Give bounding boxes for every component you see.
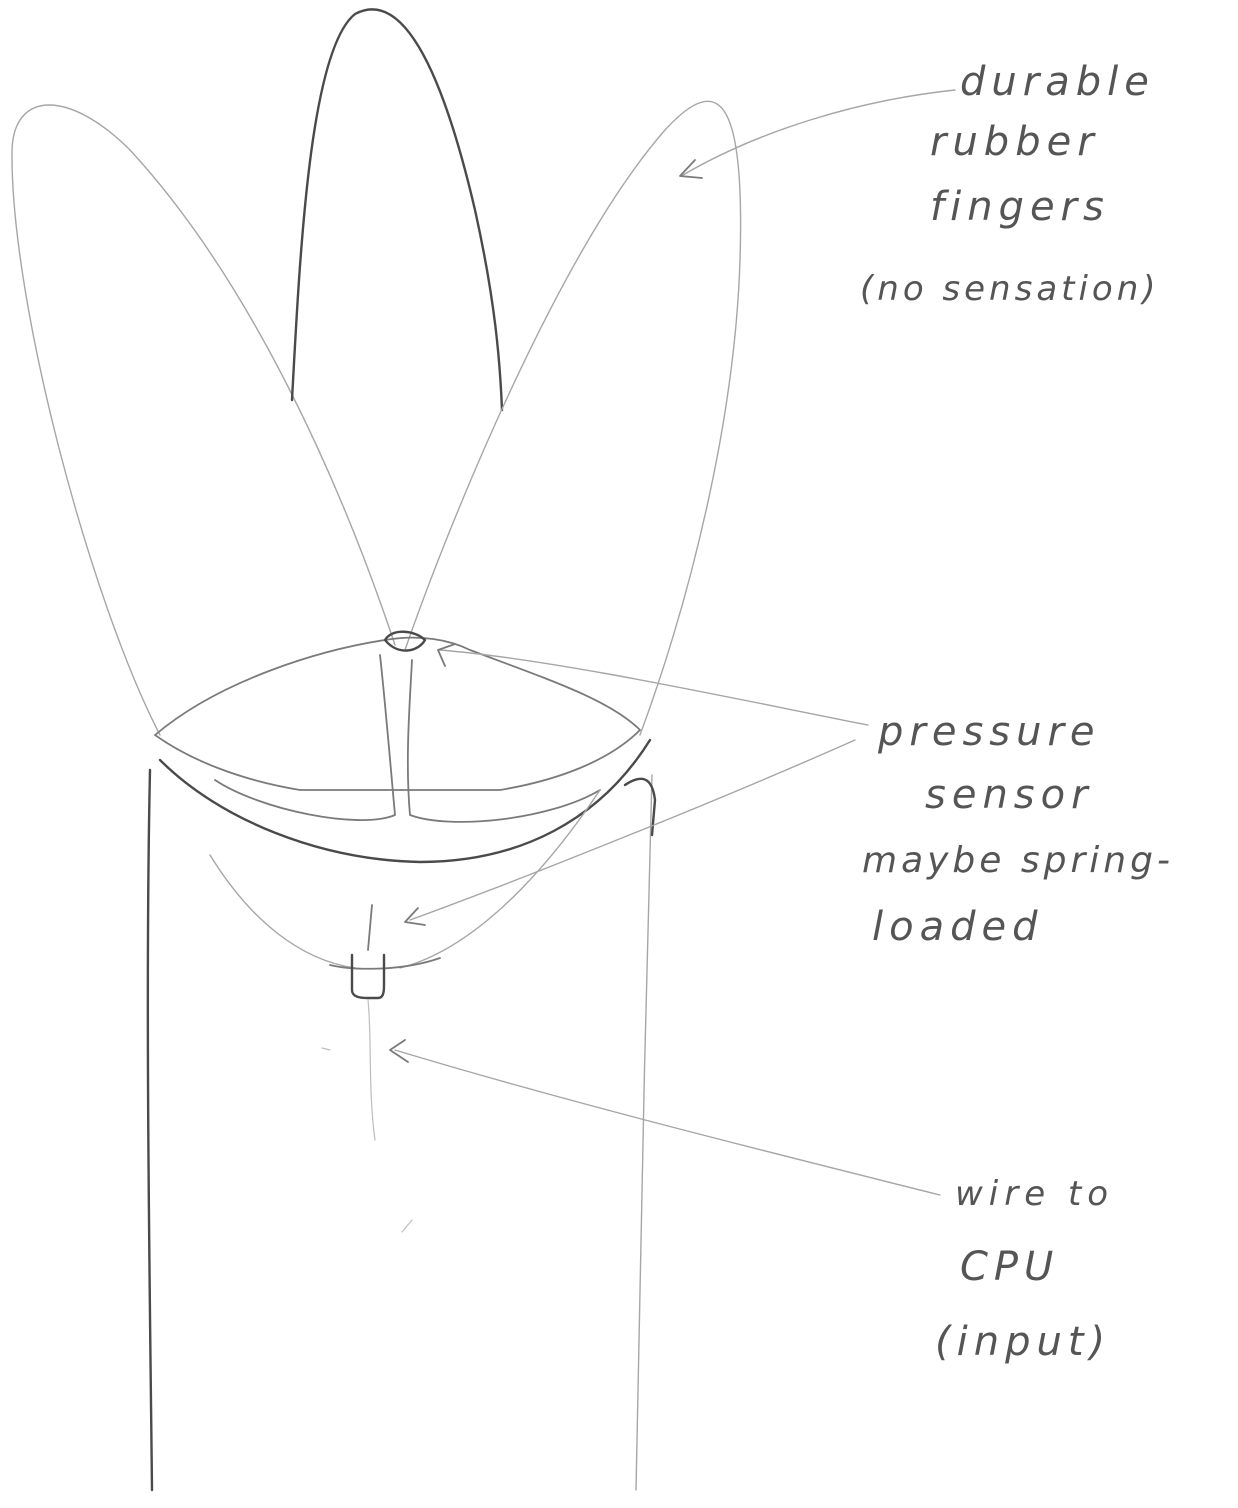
wire-annotation: wire to CPU (input) [935,1174,1114,1365]
middle-rubber-finger [292,9,502,410]
stray-mark [322,1048,330,1050]
fingers-annotation-line-3: fingers [930,184,1110,230]
pressure-sensor-annotation: pressure sensor maybe spring- loaded [862,709,1174,950]
pressure-sensor-annotation-line-4: loaded [872,904,1044,950]
sensor-arrowhead-bottom [405,908,425,925]
fingers-leader-line [683,90,955,175]
pressure-sensor-annotation-line-1: pressure [877,709,1101,755]
sensor-arrowhead-top [438,644,455,666]
pressure-sensor-annotation-line-2: sensor [925,772,1094,818]
top-pressure-sensor [385,632,425,651]
palm-center-groove-left [215,655,395,820]
wire-annotation-line-3: (input) [935,1319,1111,1365]
wire [368,1000,375,1140]
fingers-annotation-line-1: durable [960,59,1155,105]
fingers-annotation-line-4: (no sensation) [860,269,1160,309]
pressure-sensor-annotation-line-3: maybe spring- [862,840,1174,881]
arm-left-edge [148,770,152,1490]
lower-pressure-sensor [352,955,384,998]
wire-annotation-line-2: CPU [960,1244,1059,1290]
palm-plate [155,638,640,790]
wire-leader-line [395,1050,940,1195]
sensor-leader-line-bottom [410,740,855,920]
right-rubber-finger [405,101,741,735]
spring-stem [368,905,372,950]
wire-annotation-line-1: wire to [955,1174,1114,1214]
fingers-annotation-line-2: rubber [930,119,1100,165]
spring-cavity [210,790,600,968]
sensor-leader-line-top [440,650,868,725]
stray-mark [402,1220,412,1232]
left-rubber-finger [12,105,395,735]
palm-center-groove-right [408,660,600,822]
arm-right-edge [636,775,652,1490]
